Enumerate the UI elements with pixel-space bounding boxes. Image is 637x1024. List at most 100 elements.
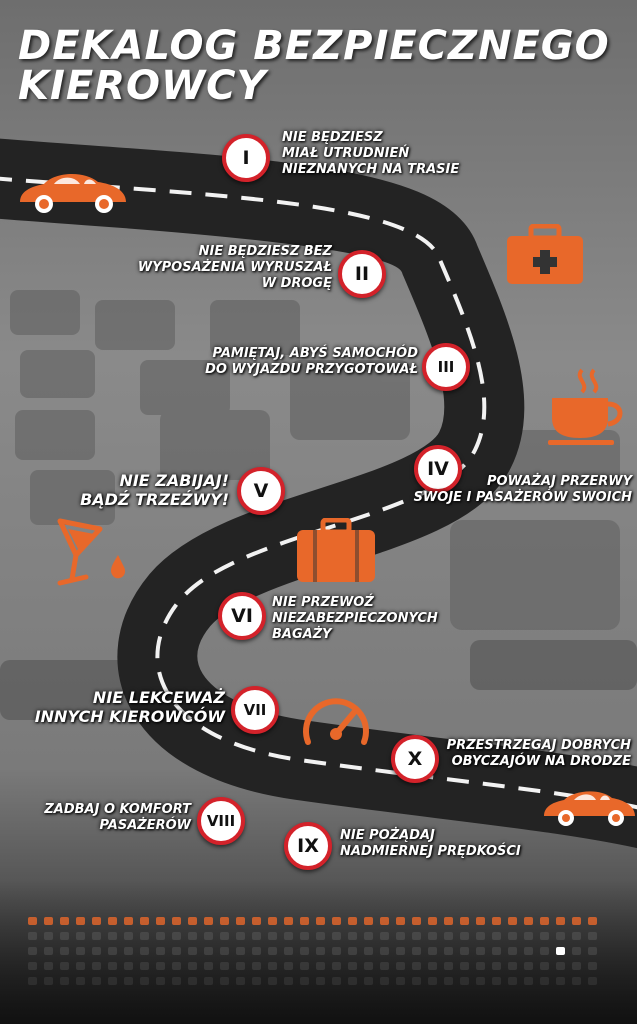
dot	[332, 977, 341, 985]
dot	[460, 962, 469, 970]
dot	[188, 977, 197, 985]
dot	[572, 932, 581, 940]
dot	[28, 932, 37, 940]
dot	[60, 947, 69, 955]
dot	[108, 977, 117, 985]
dot	[204, 962, 213, 970]
dot	[204, 977, 213, 985]
dot	[284, 947, 293, 955]
dot	[60, 977, 69, 985]
dot	[92, 947, 101, 955]
dot	[316, 932, 325, 940]
dot	[268, 947, 277, 955]
dot	[460, 947, 469, 955]
dot	[556, 962, 565, 970]
dot	[76, 962, 85, 970]
dot	[396, 917, 405, 925]
dot	[540, 932, 549, 940]
page-title: DEKALOG BEZPIECZNEGO KIEROWCY	[18, 26, 610, 106]
dot	[300, 977, 309, 985]
dot	[524, 917, 533, 925]
dot	[316, 917, 325, 925]
dot	[364, 932, 373, 940]
dot	[236, 917, 245, 925]
dot	[364, 977, 373, 985]
dot	[444, 977, 453, 985]
dot	[444, 947, 453, 955]
dot	[108, 947, 117, 955]
dot	[92, 917, 101, 925]
dot	[220, 932, 229, 940]
dot	[92, 977, 101, 985]
dot	[572, 977, 581, 985]
dot	[508, 917, 517, 925]
dot	[524, 932, 533, 940]
dot	[236, 962, 245, 970]
dot	[348, 917, 357, 925]
dot	[556, 977, 565, 985]
dot	[236, 947, 245, 955]
commandment-8-badge: VIII	[197, 797, 245, 845]
dot	[380, 932, 389, 940]
dot	[588, 917, 597, 925]
dot	[396, 977, 405, 985]
dot	[572, 962, 581, 970]
background-traffic	[10, 290, 620, 630]
dot	[348, 962, 357, 970]
dot	[204, 932, 213, 940]
dot	[348, 932, 357, 940]
dot	[492, 917, 501, 925]
dot	[508, 962, 517, 970]
commandment-7-badge: VII	[231, 686, 279, 734]
dot	[236, 977, 245, 985]
dot	[28, 962, 37, 970]
dot	[124, 917, 133, 925]
dot	[540, 962, 549, 970]
dot	[108, 917, 117, 925]
dot	[188, 917, 197, 925]
dot	[492, 962, 501, 970]
dot	[172, 947, 181, 955]
commandment-1-badge: I	[222, 134, 270, 182]
dot	[396, 962, 405, 970]
dot	[188, 947, 197, 955]
dot	[124, 962, 133, 970]
dot	[476, 962, 485, 970]
dot	[156, 977, 165, 985]
dot	[444, 917, 453, 925]
dot	[172, 977, 181, 985]
dot	[92, 962, 101, 970]
dot	[252, 917, 261, 925]
dot	[300, 962, 309, 970]
dot	[76, 977, 85, 985]
commandment-4-badge: IV	[414, 445, 462, 493]
commandment-9-badge: IX	[284, 822, 332, 870]
dot	[252, 977, 261, 985]
dot	[380, 947, 389, 955]
dot	[28, 947, 37, 955]
suitcase-icon	[297, 518, 375, 582]
dot	[380, 917, 389, 925]
dot	[412, 962, 421, 970]
dot	[44, 932, 53, 940]
dot	[412, 947, 421, 955]
dot	[588, 947, 597, 955]
dot	[588, 962, 597, 970]
dot	[60, 962, 69, 970]
dot	[140, 962, 149, 970]
page-title-line-1: DEKALOG BEZPIECZNEGO	[18, 23, 610, 69]
dot	[460, 917, 469, 925]
dot	[60, 932, 69, 940]
dot	[220, 962, 229, 970]
dot	[492, 977, 501, 985]
dot	[252, 947, 261, 955]
dot	[124, 932, 133, 940]
commandment-10-badge: X	[391, 735, 439, 783]
